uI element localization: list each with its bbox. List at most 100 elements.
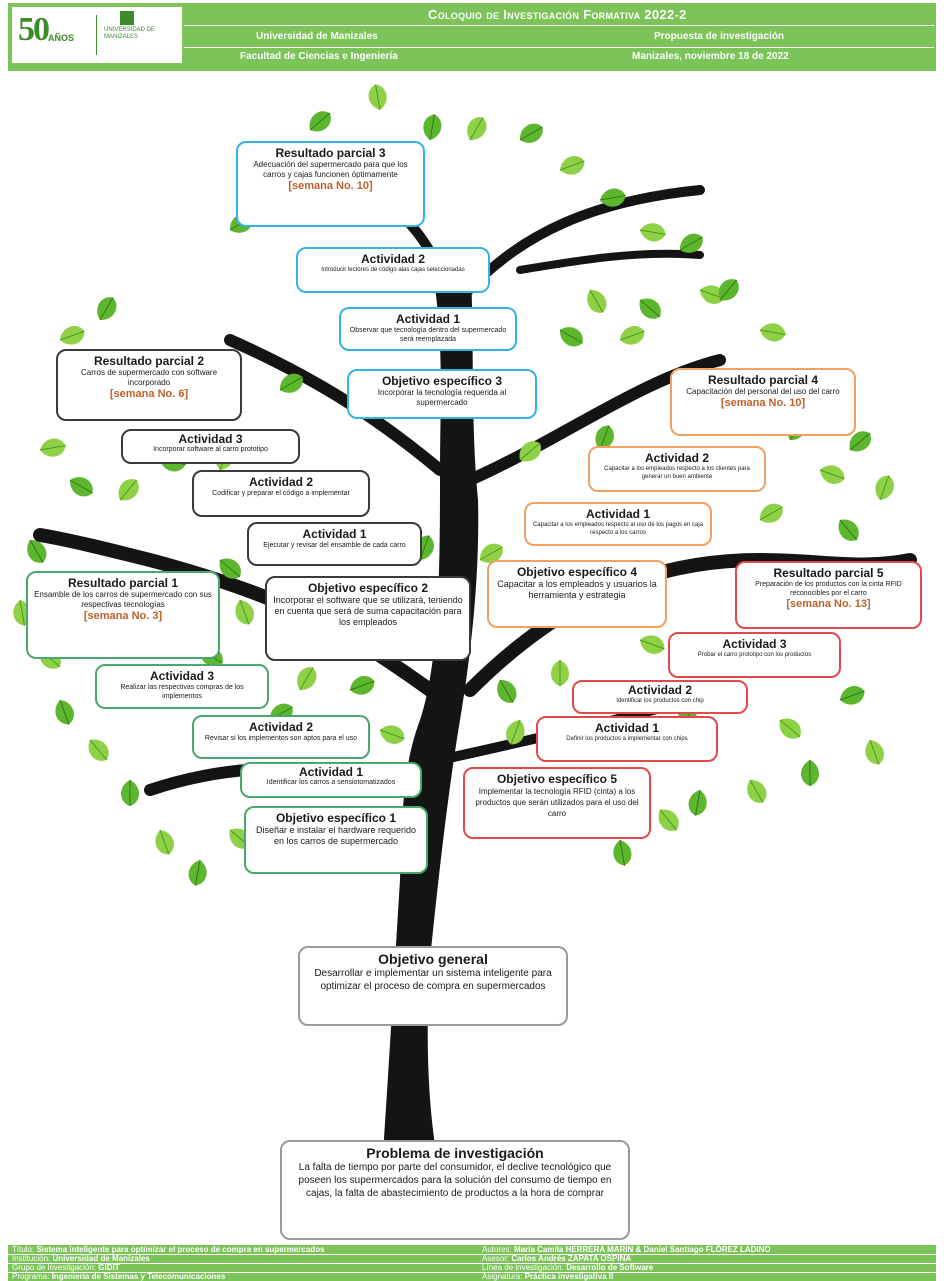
box-description: Implementar la tecnología RFID (cinta) a… (475, 787, 639, 818)
footer-value: GIDIT (98, 1263, 120, 1272)
header-faculty: Facultad de Ciencias e Ingeniería (240, 51, 398, 62)
box-title: Actividad 3 (149, 669, 215, 683)
resultado-parcial-5-box: Resultado parcial 5 Preparación de los p… (735, 561, 922, 629)
box-title: Actividad 1 (594, 721, 660, 735)
box-description: Incorporar el software que se utilizará,… (273, 595, 463, 627)
footer-label: Grupo de investigación: (12, 1263, 99, 1272)
actividad-1-obj1-box: Actividad 1 Identificar los carros a sen… (240, 762, 422, 798)
box-description: Introducir lectores de código alas cajas… (321, 267, 465, 273)
box-title: Actividad 1 (298, 765, 364, 779)
shield-icon (120, 11, 134, 25)
box-title: Actividad 1 (395, 312, 461, 326)
box-description: Definir los productos a implementar con … (566, 736, 688, 742)
objetivo-especifico-3-box: Objetivo específico 3 Incorporar la tecn… (347, 369, 537, 419)
box-description: Diseñar e instalar el hardware requerido… (255, 825, 417, 846)
box-description: Capacitar a los empleados y usuarios la … (497, 579, 657, 600)
footer-value: Carlos Andrés ZAPATA OSPINA (511, 1254, 632, 1263)
box-title: Resultado parcial 1 (67, 576, 179, 590)
box-description: Preparación de los productos con la cint… (755, 581, 902, 597)
footer-asesor: Asesor: Carlos Andrés ZAPATA OSPINA (482, 1254, 932, 1263)
header-divider (184, 47, 934, 48)
footer-label: Asignatura: (482, 1272, 525, 1281)
footer-label: Programa: (12, 1272, 52, 1281)
footer-value: Universidad de Manizales (52, 1254, 150, 1263)
box-title: Actividad 1 (302, 527, 367, 541)
box-description: Capacitar a los empleados respecto a los… (604, 466, 750, 480)
box-description: Carros de supermercado con software inco… (80, 368, 218, 387)
box-week: [semana No. 10] (288, 180, 373, 192)
logo-divider (96, 15, 97, 55)
logo-number: 50 (18, 11, 50, 48)
footer-value: Ingeniería de Sistemas y Telecomunicacio… (51, 1272, 226, 1281)
box-description: Identificar los carros a sensiotomatizad… (266, 779, 396, 786)
footer-autores: Autores: María Camila HERRERA MARÍN & Da… (482, 1245, 932, 1254)
logo-anos: AÑOS (48, 33, 75, 43)
box-description: Ejecutar y revisar del ensamble de cada … (263, 542, 406, 549)
header-proposal: Propuesta de investigación (654, 31, 785, 42)
box-title: Resultado parcial 4 (707, 373, 819, 387)
box-title: Objetivo específico 1 (275, 811, 397, 825)
box-title: Actividad 1 (585, 507, 651, 521)
resultado-parcial-4-box: Resultado parcial 4 Capacitación del per… (670, 368, 856, 436)
header-university: Universidad de Manizales (256, 31, 378, 42)
box-week: [semana No. 3] (83, 610, 163, 622)
problema-investigacion-box: Problema de investigación La falta de ti… (280, 1140, 630, 1240)
box-description: Desarrollar e implementar un sistema int… (314, 968, 552, 992)
footer-grupo: Grupo de investigación: GIDIT (12, 1263, 468, 1272)
box-title: Actividad 3 (722, 637, 787, 651)
actividad-2-obj4-box: Actividad 2 Capacitar a los empleados re… (588, 446, 766, 492)
actividad-2-obj2-box: Actividad 2 Codificar y preparar el códi… (192, 470, 370, 517)
footer-value: Sistema inteligente para optimizar el pr… (36, 1245, 325, 1254)
box-description: Incorporar la tecnología requerida al su… (377, 388, 507, 407)
actividad-2-obj1-box: Actividad 2 Revisar si los implementos s… (192, 715, 370, 759)
footer-label: Asesor: (482, 1254, 512, 1263)
header-date: Manizales, noviembre 18 de 2022 (632, 51, 789, 62)
footer-titulo: Título: Sistema inteligente para optimiz… (12, 1245, 468, 1254)
university-logo: 50 AÑOS UNIVERSIDAD DE MANIZALES (12, 7, 182, 63)
footer-asignatura: Asignatura: Práctica investigativa II (482, 1272, 932, 1281)
header-banner: 50 AÑOS UNIVERSIDAD DE MANIZALES Coloqui… (8, 3, 936, 71)
footer-programa: Programa: Ingeniería de Sistemas y Telec… (12, 1272, 468, 1281)
actividad-1-obj2-box: Actividad 1 Ejecutar y revisar del ensam… (247, 522, 422, 566)
box-description: Codificar y preparar el código a impleme… (212, 490, 350, 497)
resultado-parcial-2-box: Resultado parcial 2 Carros de supermerca… (56, 349, 242, 421)
box-title: Objetivo específico 3 (381, 374, 503, 388)
box-title: Actividad 2 (248, 720, 314, 734)
objetivo-especifico-2-box: Objetivo específico 2 Incorporar el soft… (265, 576, 471, 661)
box-description: Capacitar a los empleados respecto al us… (532, 522, 704, 536)
box-description: Observar que tecnología dentro del super… (349, 327, 507, 343)
actividad-1-obj5-box: Actividad 1 Definir los productos a impl… (536, 716, 718, 762)
actividad-3-obj1-box: Actividad 3 Realizar las respectivas com… (95, 664, 269, 709)
footer-info: Título: Sistema inteligente para optimiz… (8, 1245, 936, 1281)
objetivo-especifico-5-box: Objetivo específico 5 Implementar la tec… (463, 767, 651, 839)
box-title: Actividad 2 (360, 252, 426, 266)
box-description: Incorporar software al carro prototipo (153, 446, 268, 453)
box-title: Resultado parcial 3 (275, 146, 386, 160)
box-title: Actividad 3 (178, 432, 243, 446)
box-description: Capacitación del personal del uso del ca… (686, 387, 840, 396)
actividad-1-obj3-box: Actividad 1 Observar que tecnología dent… (339, 307, 517, 351)
box-description: Revisar si los implementos son aptos par… (204, 735, 358, 742)
footer-value: Práctica investigativa II (524, 1272, 614, 1281)
logo-university-text: UNIVERSIDAD DE MANIZALES (104, 27, 156, 40)
box-title: Actividad 2 (627, 683, 693, 697)
box-description: Probar el carro prototipo con los produc… (697, 652, 812, 658)
box-title: Resultado parcial 5 (773, 566, 884, 580)
box-title: Objetivo específico 5 (496, 772, 618, 786)
box-title: Objetivo específico 2 (307, 581, 429, 595)
objetivo-general-box: Objetivo general Desarrollar e implement… (298, 946, 568, 1026)
footer-label: Título: (12, 1245, 37, 1254)
actividad-3-obj2-box: Actividad 3 Incorporar software al carro… (121, 429, 300, 464)
footer-label: Autores: (482, 1245, 515, 1254)
box-title: Problema de investigación (366, 1145, 544, 1161)
box-week: [semana No. 13] (786, 598, 871, 610)
footer-value: Desarrollo de Software (566, 1263, 654, 1272)
box-description: La falta de tiempo por parte del consumi… (298, 1162, 612, 1199)
box-week: [semana No. 6] (109, 388, 189, 400)
box-title: Actividad 2 (248, 475, 314, 489)
box-title: Actividad 2 (644, 451, 710, 465)
footer-label: Línea de investigación: (482, 1263, 567, 1272)
poster-title: Coloquio de Investigación Formativa 2022… (428, 7, 687, 22)
footer-divider (8, 1263, 936, 1264)
footer-linea: Línea de investigación: Desarrollo de So… (482, 1263, 932, 1272)
